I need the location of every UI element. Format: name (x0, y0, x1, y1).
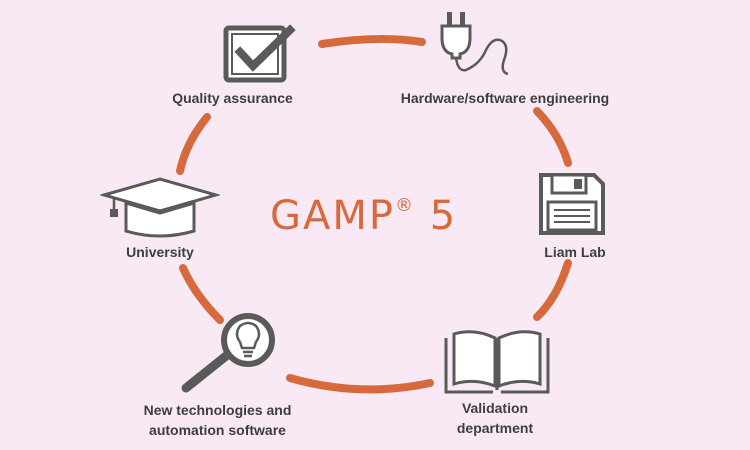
magnifier-lightbulb-icon (181, 313, 275, 393)
label-university: University (126, 244, 194, 260)
version-number: 5 (429, 193, 458, 239)
label-liam-lab: Liam Lab (544, 244, 606, 260)
title-text: GAMP (270, 193, 395, 239)
label-quality-assurance: Quality assurance (172, 90, 293, 106)
label-validation-line2: department (456, 420, 534, 436)
arc-validation-newtech (286, 374, 434, 394)
label-validation-line1: Validation (461, 400, 529, 416)
arc-university-quality (176, 113, 211, 175)
arc-quality-hardware (318, 34, 426, 48)
label-new-technologies-line2: automation software (149, 422, 286, 438)
open-book-icon (444, 330, 550, 394)
arc-hardware-liam (533, 107, 572, 167)
power-plug-icon (440, 12, 509, 76)
arc-newtech-university (179, 264, 224, 324)
center-title: GAMP® 5 (270, 193, 500, 239)
floppy-disk-icon (539, 173, 605, 235)
arc-liam-validation (533, 259, 572, 321)
label-new-technologies-line1: New technologies and (143, 402, 292, 418)
graduation-cap-icon (100, 177, 220, 238)
checkbox-icon (223, 24, 296, 83)
registered-mark: ® (395, 195, 415, 216)
label-hardware-software: Hardware/software engineering (400, 90, 610, 106)
